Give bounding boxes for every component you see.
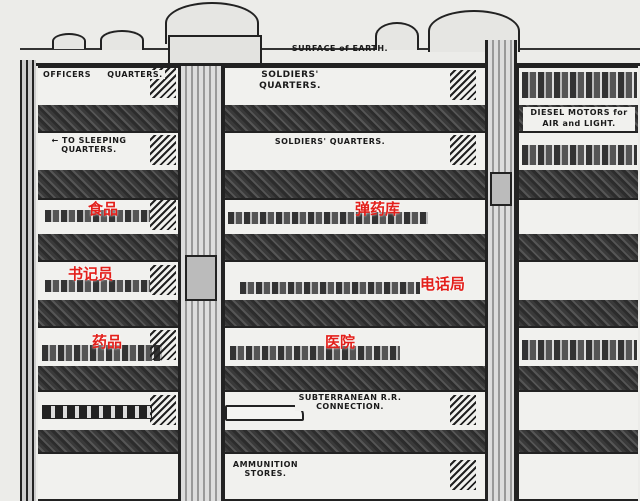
left-outer-column [20,60,36,501]
staircase [450,135,476,165]
staircase [150,265,176,295]
train-left [42,405,152,419]
earth-band [38,170,638,198]
divider-wall [516,66,519,501]
small-dome [375,22,419,50]
annotation-telephone-office: 电话局 [420,275,466,293]
top-slab [36,63,640,66]
earth-band [38,300,638,326]
surface-label: SURFACE of EARTH. [291,44,389,53]
earth-band [38,234,638,260]
soldiers-quarters-label-2: SOLDIERS' QUARTERS. [260,137,400,146]
small-dome [52,33,86,49]
train [225,405,304,421]
room [38,452,638,501]
quarters-label: QUARTERS. [105,70,165,79]
stores [42,345,162,361]
staircase [450,395,476,425]
small-dome [100,30,144,50]
annotation-clerk: 书记员 [68,265,114,283]
sleeping-quarters-label: ← TO SLEEPING QUARTERS. [44,136,134,154]
earth-band [38,366,638,390]
staircase [150,330,176,360]
stores [522,340,637,360]
subterranean-label: SUBTERRANEAN R.R. CONNECTION. [295,393,405,411]
stores [240,282,420,294]
stores [45,280,150,292]
stores [45,210,150,222]
staircase [150,200,176,230]
staircase [450,70,476,100]
earth-band [38,430,638,452]
annotation-ammo-depot: 弹药库 [355,200,401,218]
right-elevator-shaft [485,40,517,501]
officers-label: OFFICERS [42,70,92,79]
staircase [150,395,176,425]
stores [522,145,637,165]
elevator-car [490,172,512,206]
stores [522,72,637,98]
stores [228,212,428,224]
soldiers-quarters-label: SOLDIERS' QUARTERS. [255,70,325,92]
annotation-medicine: 药品 [92,333,123,351]
diesel-motors-label: DIESEL MOTORS for AIR and LIGHT. [523,107,635,131]
annotation-food: 食品 [88,200,119,218]
staircase [150,135,176,165]
divider-wall [222,66,225,501]
stores [230,346,400,360]
annotation-hospital: 医院 [325,333,356,351]
ammunition-label: AMMUNITION STORES. [228,460,303,478]
staircase [450,460,476,490]
ground-line [20,48,640,50]
elevator-car [185,255,217,301]
